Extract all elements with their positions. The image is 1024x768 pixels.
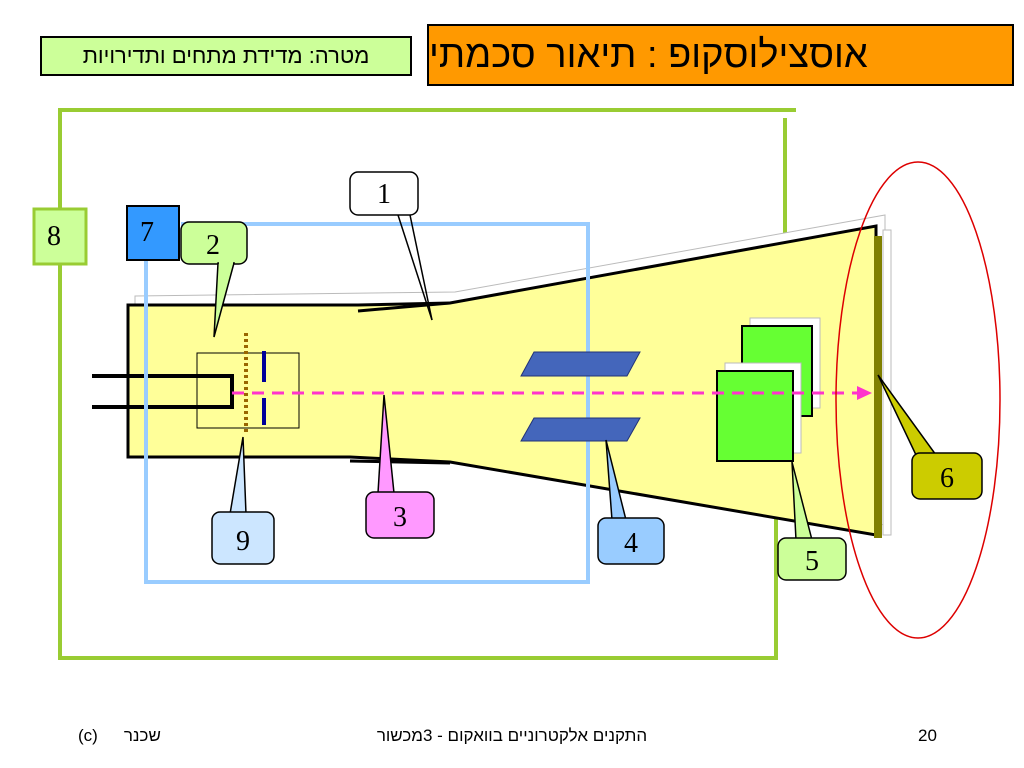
callout-2-box [180, 221, 248, 265]
copyright-mark: (c) [78, 726, 98, 745]
outer-green-frame [58, 108, 796, 660]
callout-3-box [365, 491, 435, 539]
callout-2-label: 2 [206, 230, 220, 261]
pointer-1b [409, 214, 433, 321]
callout-6-label: 6 [940, 463, 954, 494]
author-name: שכנר [123, 726, 161, 745]
label-7-box [126, 205, 180, 261]
callout-4-label: 4 [624, 528, 638, 559]
label-8-text: 8 [47, 221, 61, 252]
footer-course: התקנים אלקטרוניים בוואקום - 3מכשור [376, 726, 648, 745]
deflection-plate-lower [520, 417, 641, 442]
label-7-text: 7 [140, 217, 154, 248]
beam-arrowhead [857, 386, 872, 400]
tube-neck-upper-edge [357, 301, 451, 313]
phosphor-screen [874, 236, 882, 538]
page-number: 20 [918, 726, 937, 745]
callout-5-box [777, 537, 847, 581]
tube-neck-lower-edge [349, 459, 451, 465]
callout-9-label: 9 [236, 526, 250, 557]
h-plate-front [716, 370, 794, 462]
callout-1-box [349, 171, 419, 216]
deflection-plate-upper [520, 351, 641, 377]
slide-title: אוסצילוסקופ : תיאור סכמתי [427, 24, 1014, 86]
callout-5-label: 5 [805, 546, 819, 577]
label-8-box [32, 207, 88, 266]
callout-6-box [911, 452, 983, 500]
blue-frame [144, 222, 590, 584]
callout-1-label: 1 [377, 179, 391, 210]
callout-3-label: 3 [393, 502, 407, 533]
callout-9-box [211, 511, 275, 565]
footer-copyright: (c) שכנר [78, 726, 161, 746]
screen-highlight-ellipse [835, 161, 1001, 639]
callout-4-box [597, 517, 665, 565]
goal-box: מטרה: מדידת מתחים ותדירויות [40, 36, 412, 76]
pointer-1a [397, 214, 433, 321]
